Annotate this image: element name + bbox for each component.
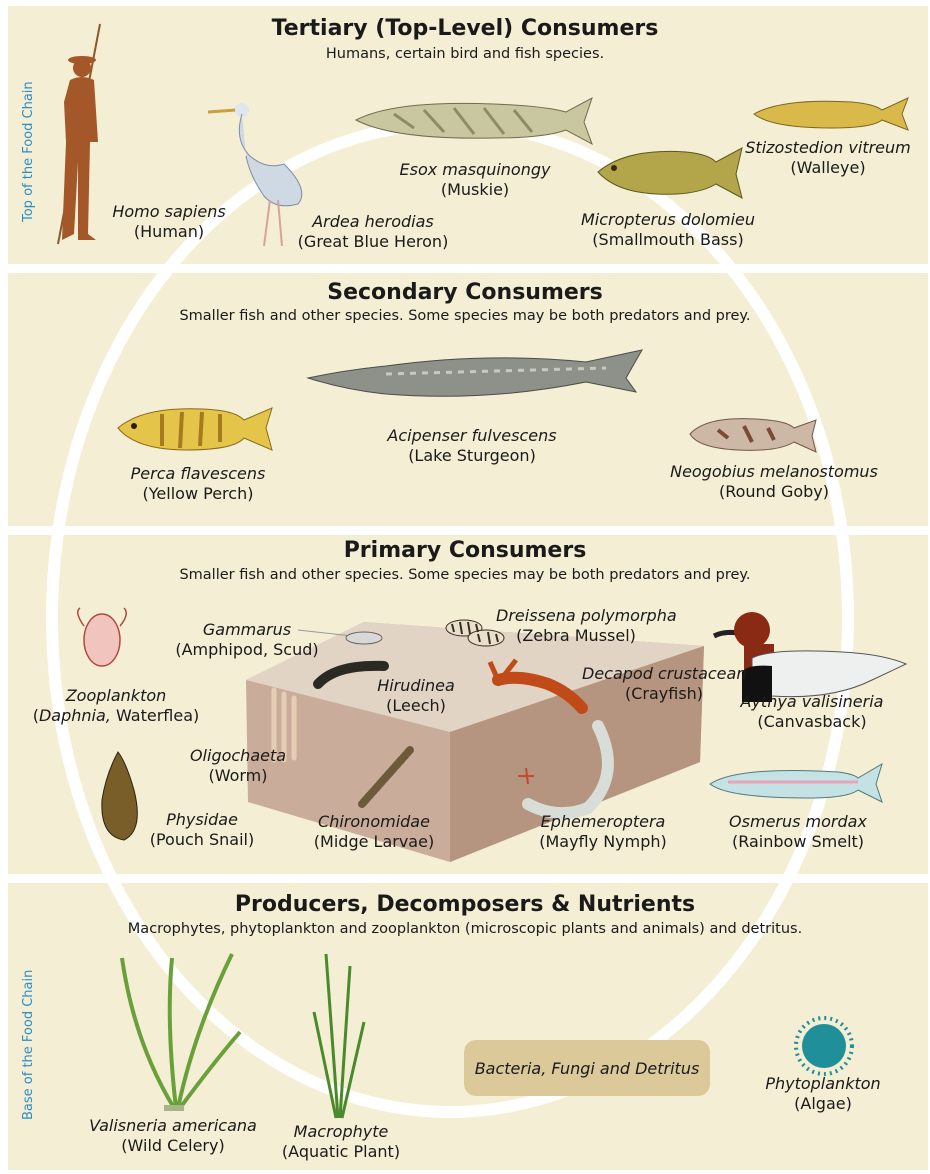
primary-title: Primary Consumers (343, 538, 587, 563)
producers-band (8, 883, 928, 1170)
smallmouth-bass-illustration (597, 147, 743, 199)
macrophyte-label: Macrophyte (Aquatic Plant) (281, 1122, 401, 1161)
secondary-title: Secondary Consumers (327, 280, 603, 305)
canvasback-illustration (712, 612, 908, 702)
sturgeon-label: Acipenser fulvescens (Lake Sturgeon) (387, 426, 557, 465)
daphnia-illustration (77, 607, 127, 667)
macrophyte-illustration (312, 953, 366, 1119)
amphipod-illustration (297, 629, 383, 645)
wild-celery-illustration (120, 953, 242, 1111)
crayfish-label: Decapod crustacean (Crayfish) (582, 664, 747, 703)
mayfly-nymph-label: Ephemeroptera (Mayfly Nymph) (539, 812, 667, 851)
heron-label: Ardea herodias (Great Blue Heron) (297, 212, 449, 251)
walleye-illustration (753, 97, 909, 131)
phytoplankton-illustration (794, 1016, 854, 1076)
rainbow-smelt-illustration (709, 762, 883, 803)
bacteria-fungi-box: Bacteria, Fungi and Detritus (464, 1040, 710, 1096)
heron-illustration (207, 103, 303, 247)
worm-label: Oligochaeta (Worm) (189, 746, 287, 785)
zebra-mussel-label: Dreissena polymorpha (Zebra Mussel) (496, 606, 677, 645)
round-goby-illustration (689, 418, 817, 453)
midge-larvae-label: Chironomidae (Midge Larvae) (313, 812, 435, 851)
amphipod-label: Gammarus (Amphipod, Scud) (175, 620, 319, 659)
sturgeon-illustration (306, 349, 643, 397)
zebra-mussel-illustration (445, 619, 505, 647)
tertiary-title: Tertiary (Top-Level) Consumers (271, 16, 659, 41)
wild-celery-label: Valisneria americana (Wild Celery) (89, 1116, 257, 1155)
primary-subtitle: Smaller fish and other species. Some spe… (179, 567, 751, 583)
producers-subtitle: Macrophytes, phytoplankton and zooplankt… (127, 921, 803, 937)
smallmouth-bass-label: Micropterus dolomieu (Smallmouth Bass) (580, 210, 756, 249)
canvasback-label: Aythya valisineria (Canvasback) (740, 692, 884, 731)
mayfly-nymph-illustration (518, 720, 614, 820)
zooplankton-label: Zooplankton (Daphnia, Waterflea) (32, 686, 200, 725)
round-goby-label: Neogobius melanostomus (Round Goby) (670, 462, 878, 501)
walleye-label: Stizostedion vitreum (Walleye) (745, 138, 911, 177)
phytoplankton-label: Phytoplankton (Algae) (765, 1074, 881, 1113)
tertiary-subtitle: Humans, certain bird and fish species. (325, 46, 605, 62)
muskie-label: Esox masquinongy (Muskie) (399, 160, 551, 199)
crayfish-illustration (487, 658, 588, 714)
rainbow-smelt-label: Osmerus mordax (Rainbow Smelt) (729, 812, 867, 851)
midge-larvae-illustration (358, 746, 414, 808)
leech-label: Hirudinea (Leech) (377, 676, 455, 715)
pouch-snail-illustration (101, 751, 138, 841)
leech-illustration (313, 660, 389, 689)
side-label-base: Base of the Food Chain (21, 969, 36, 1120)
secondary-subtitle: Smaller fish and other species. Some spe… (179, 308, 751, 324)
producers-title: Producers, Decomposers & Nutrients (234, 892, 696, 917)
yellow-perch-illustration (117, 407, 273, 451)
worm-illustration (271, 687, 297, 763)
human-label: Homo sapiens (Human) (112, 202, 226, 241)
human-fisher-illustration (57, 23, 101, 245)
muskie-illustration (354, 96, 593, 146)
secondary-band (8, 273, 928, 526)
pouch-snail-label: Physidae (Pouch Snail) (149, 810, 255, 849)
yellow-perch-label: Perca flavescens (Yellow Perch) (130, 464, 266, 503)
side-label-top: Top of the Food Chain (21, 81, 36, 222)
